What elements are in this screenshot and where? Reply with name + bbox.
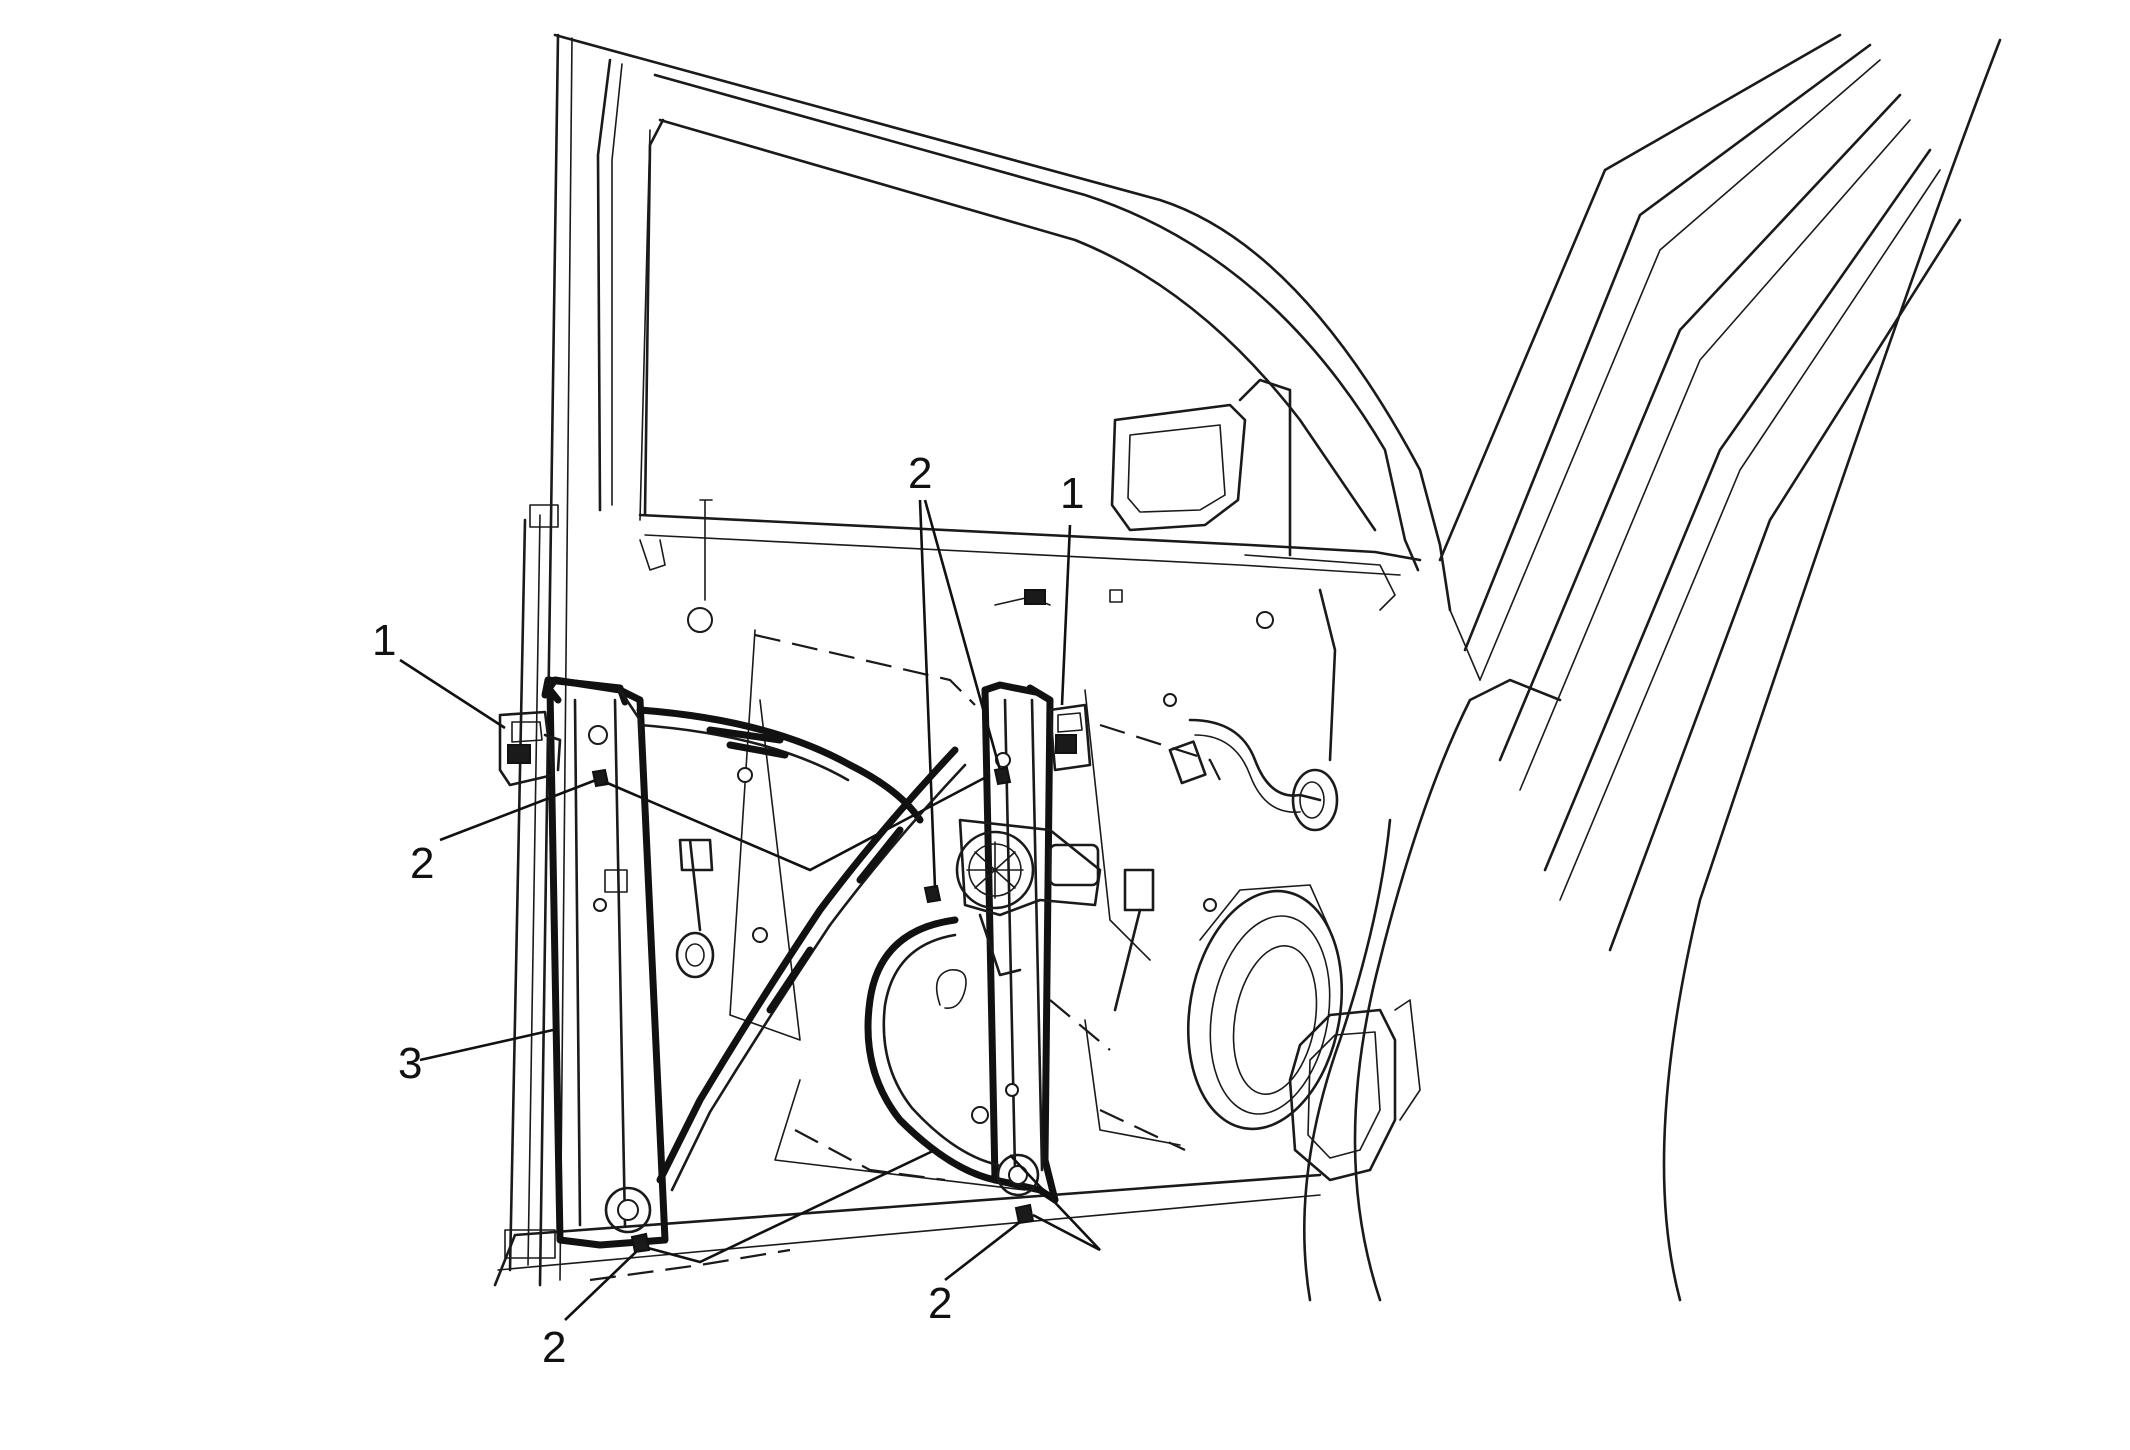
door-frame	[493, 33, 1452, 1287]
bolt-markers	[591, 766, 1035, 1254]
wiring-harness	[994, 588, 1339, 1012]
callout-2-upper-left: 2	[410, 839, 434, 888]
callout-labels: 1 1 2 2 2 2 3	[372, 449, 1084, 1372]
inner-panel-details	[589, 499, 1274, 1282]
callout-1-right: 1	[1060, 469, 1084, 518]
callout-2-lower-left: 2	[542, 1323, 566, 1372]
retainer-right	[1048, 703, 1092, 772]
leader-lines	[399, 499, 1101, 1321]
callout-1-left: 1	[372, 616, 396, 665]
callout-2-lower-right: 2	[928, 1279, 952, 1328]
door-handle	[1288, 999, 1421, 1182]
callout-2-upper-center: 2	[908, 449, 932, 498]
body-pillar	[1302, 33, 2002, 1302]
door-speaker	[1186, 884, 1344, 1131]
side-mirror	[1110, 378, 1396, 611]
retainer-left	[498, 710, 562, 787]
callout-3: 3	[398, 1039, 422, 1088]
